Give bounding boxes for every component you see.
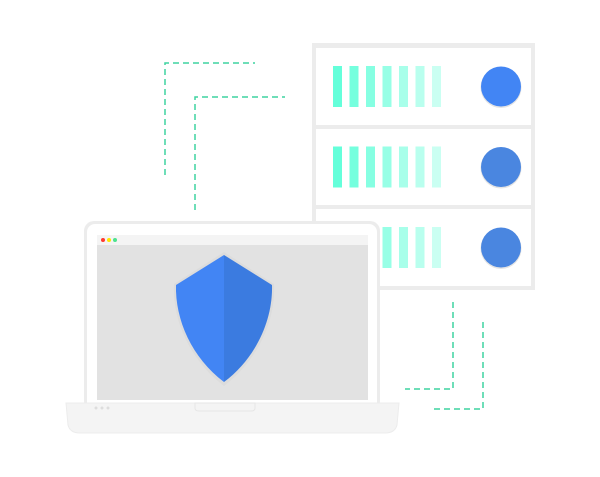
server-unit [316,129,531,205]
laptop [65,221,400,434]
dashed-connector [194,96,285,210]
led-bar [399,227,408,268]
led-bar [366,66,375,107]
shield-icon [173,252,275,386]
laptop-base [65,402,400,434]
connection-lines [164,62,484,410]
led-bar [349,66,359,107]
status-light [481,147,521,187]
window-close-dot [101,238,105,242]
led-bar [333,146,342,188]
led-bar [432,146,441,188]
led-bar [399,66,408,107]
window-maximize-dot [113,238,117,242]
led-bar [415,146,425,188]
window-titlebar [97,235,368,245]
led-bar [382,146,392,188]
led-bar [382,66,392,107]
server-unit [316,48,531,125]
led-bar [333,66,342,107]
led-bar [382,227,392,268]
led-bar [366,146,375,188]
window-minimize-dot [107,238,111,242]
dashed-connector [433,322,484,410]
led-bar [399,146,408,188]
laptop-notch [194,402,256,412]
dashed-connector [405,302,454,390]
status-light [481,227,521,268]
base-dot [94,406,98,410]
led-bar [415,66,425,107]
base-dot [106,406,110,410]
dashed-connector [164,62,255,175]
led-bar [432,66,441,107]
base-dot [100,406,104,410]
led-bar [432,227,441,268]
led-bar [415,227,425,268]
led-bar [349,146,359,188]
status-light [481,66,521,107]
